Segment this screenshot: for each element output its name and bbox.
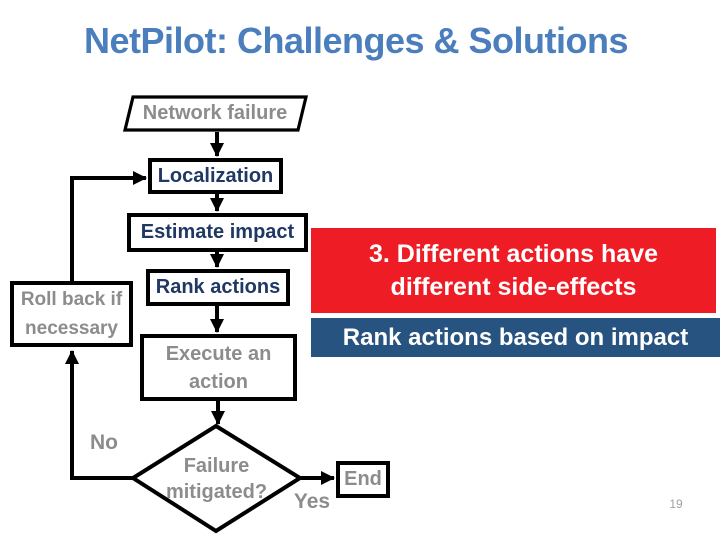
node-decision-label: Failure mitigated? [165,455,268,503]
page-number: 19 [669,497,683,511]
node-network-failure: Network failure [142,102,288,124]
arrow-rollback-to-localization [70,171,147,281]
solution-banner: Rank actions based on impact [311,318,720,357]
node-end: End [336,461,390,498]
network-failure-parallelogram [122,95,309,132]
slide-title: NetPilot: Challenges & Solutions [83,20,629,61]
decision-diamond [129,423,304,534]
node-localization: Localization [148,158,283,194]
node-execute-action: Execute an action [140,334,297,401]
arrow-decision-to-rollback [65,350,133,480]
edge-label-no: No [90,431,118,454]
challenge-banner-line1: 3. Different actions have [369,239,658,268]
edge-label-yes: Yes [293,490,331,513]
node-rank-actions: Rank actions [146,269,290,306]
node-estimate-impact: Estimate impact [127,213,308,252]
challenge-banner-line2: different side-effects [390,272,637,301]
node-rollback: Roll back if necessary [10,281,133,347]
challenge-banner: 3. Different actions have different side… [311,228,716,313]
